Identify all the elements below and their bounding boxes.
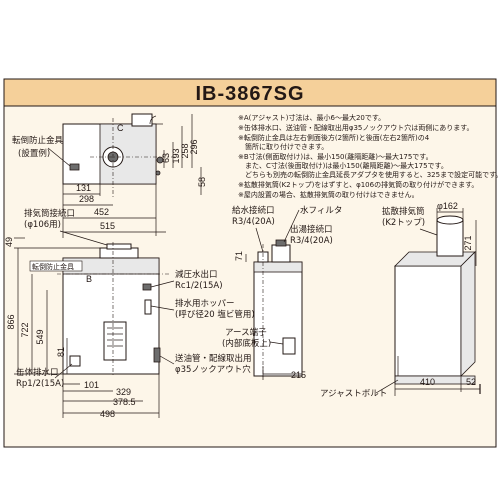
label-pressure-outlet: 減圧水出口: [175, 269, 218, 280]
pressure-outlet: [142, 283, 152, 291]
rear-view-side: [460, 251, 476, 377]
dim-271: 271: [463, 235, 473, 250]
label-oil-pipe-size: φ35ノックアウト穴: [175, 364, 251, 375]
label-drain-hopper: 排水用ホッパー: [175, 298, 235, 309]
earth-terminal: [282, 337, 296, 355]
note-line: ※拡散排気筒(K2トップ)をはずすと、φ106の排気筒の取り付けができます。: [238, 180, 478, 189]
dim-101: 101: [84, 380, 99, 390]
dim-452: 452: [94, 207, 109, 217]
dim-498: 498: [100, 409, 115, 419]
dim-63: 63: [161, 153, 171, 163]
drain-outlet: [69, 355, 81, 367]
tip-prevention-bracket: [69, 163, 80, 171]
dim-81: 81: [56, 347, 66, 357]
label-diffuser-size: (K2トップ): [382, 218, 425, 228]
note-line: 箇所に取り付けできます。: [245, 142, 328, 151]
dim-131: 131: [76, 183, 91, 193]
note-line: ※B寸法(側面取付け)は、最小150(離隔距離)～最大175です。: [238, 152, 433, 161]
side-view-top-band: [253, 261, 303, 273]
front-view: 866 722 549 81 49 B 101 329 378.5 498 排気…: [4, 208, 255, 419]
top-view-tab: [131, 113, 153, 127]
rear-view: φ162 271 拡散排気筒 (K2トップ) 410 52 アジャストボルト: [320, 201, 481, 399]
dim-410: 410: [420, 377, 435, 387]
rear-view-body: [394, 265, 462, 377]
dim-b: B: [86, 274, 92, 284]
label-drain: 缶体排水口: [16, 367, 59, 378]
label-earth: アース端子: [225, 327, 267, 338]
note-line: ※A(アジャスト)寸法は、最小6～最大20です。: [238, 113, 385, 122]
diffuser-pipe: [436, 219, 464, 257]
dim-549: 549: [35, 329, 45, 344]
model-title: IB-3867SG: [195, 83, 304, 105]
dim-52: 52: [466, 377, 476, 387]
water-filter-cap: [275, 239, 287, 247]
note-line: ※屋内設置の場合、拡散排気筒の取り付けはできません。: [238, 190, 419, 199]
label-flue-connector-size: (φ106用): [24, 220, 61, 230]
label-hot-water: 出湯接続口: [290, 224, 333, 235]
note-line: どちらも別売の転倒防止金具延長アダプタを使用すると、325まで設定可能です。: [245, 170, 500, 179]
dim-515: 515: [100, 221, 115, 231]
title-band: [3, 78, 497, 107]
label-earth-location: (内部底板上): [222, 338, 271, 349]
label-diffuser: 拡散排気筒: [382, 206, 425, 217]
label-water-inlet: 給水接続口: [232, 205, 275, 216]
label-water-filter: 水フィルタ: [300, 205, 342, 216]
dim-866: 866: [6, 314, 16, 329]
label-water-inlet-size: R3/4(20A): [232, 217, 275, 227]
side-view: 71 215 給水接続口 R3/4(20A) 水フィルタ 出湯接続口 R3/4(…: [222, 205, 342, 380]
note-line: ※缶体排水口、送油管・配線取出用φ35ノックアウト穴は両側にあります。: [238, 123, 474, 132]
dim-258: 258: [180, 143, 190, 158]
label-flue-connector: 排気筒接続口: [24, 208, 75, 219]
dim-215: 215: [291, 370, 306, 380]
top-view: 転倒防止金具 (設置例) 63 193 258 296 58 C 131 298…: [12, 113, 207, 238]
dim-193: 193: [171, 148, 181, 163]
label-tip-bracket-example: (設置例): [18, 148, 50, 159]
top-view-dot: [155, 170, 161, 176]
side-view-body: [253, 261, 303, 377]
notes-block: ※A(アジャスト)寸法は、最小6～最大20です。 ※缶体排水口、送油管・配線取出…: [238, 113, 500, 199]
label-tip-bracket: 転倒防止金具: [12, 135, 64, 146]
front-panel: [103, 321, 127, 361]
drain-hopper: [144, 299, 152, 315]
oil-pipe-opening: [153, 347, 161, 363]
dim-298: 298: [79, 194, 94, 204]
note-line: ※転倒防止金具は左右側面後方(2箇所)と後面(左右2箇所)の4: [238, 133, 430, 142]
dim-722: 722: [20, 322, 30, 337]
label-hot-water-size: R3/4(20A): [290, 236, 333, 246]
flue-connector-cap: [106, 243, 132, 250]
label-front-bracket: 転倒防止金具: [32, 262, 74, 271]
dim-296: 296: [189, 139, 199, 154]
dim-phi-162: φ162: [437, 201, 458, 211]
label-oil-pipe: 送油管・配線取出用: [175, 353, 252, 364]
label-drain-hopper-size: (呼び径20 塩ビ管用): [175, 309, 255, 320]
label-box-bracket: [29, 260, 83, 272]
dim-49: 49: [4, 237, 14, 247]
note-line: また、C寸法(後面取付け)は最小150(離隔距離)～最大175です。: [245, 161, 448, 170]
water-filter-body: [271, 244, 291, 263]
dim-c: C: [117, 123, 124, 133]
dim-378-5: 378.5: [113, 397, 136, 407]
label-adjust-bolt: アジャストボルト: [320, 389, 387, 399]
dim-58: 58: [197, 177, 207, 187]
diffuser-pipe-top: [436, 215, 464, 225]
label-drain-size: Rp1/2(15A): [16, 379, 64, 389]
dim-329: 329: [116, 387, 131, 397]
dim-71: 71: [234, 251, 244, 261]
label-pressure-outlet-size: Rc1/2(15A): [175, 281, 223, 291]
